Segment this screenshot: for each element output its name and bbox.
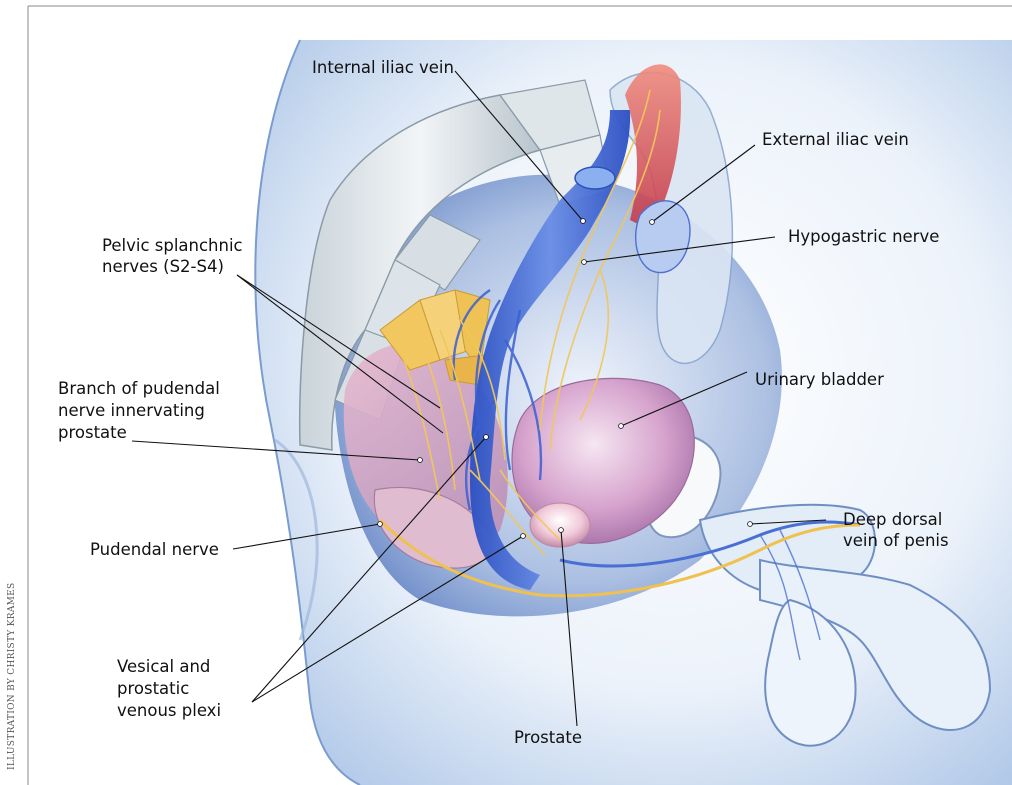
label-branch-pudendal-line1: Branch of pudendal <box>58 379 220 398</box>
prostate <box>530 503 590 547</box>
label-internal-iliac-vein: Internal iliac vein <box>312 58 454 77</box>
label-external-iliac-vein: External iliac vein <box>762 130 909 149</box>
label-hypogastric-nerve: Hypogastric nerve <box>788 227 939 246</box>
internal-iliac-vein-cut <box>575 167 615 189</box>
label-deep-dorsal-line2: vein of penis <box>843 531 949 550</box>
label-deep-dorsal-line1: Deep dorsal <box>843 510 942 529</box>
label-urinary-bladder: Urinary bladder <box>755 370 884 389</box>
label-pelvic-splanchnic-line1: Pelvic splanchnic <box>102 236 243 255</box>
label-pudendal-nerve: Pudendal nerve <box>90 540 219 559</box>
label-vesical-line1: Vesical and <box>117 657 210 676</box>
label-vesical-line3: venous plexi <box>117 701 221 720</box>
label-pelvic-splanchnic-line2: nerves (S2-S4) <box>102 257 224 276</box>
label-branch-pudendal-line2: nerve innervating <box>58 401 205 420</box>
label-branch-pudendal-line3: prostate <box>58 423 127 442</box>
label-vesical-line2: prostatic <box>117 679 189 698</box>
label-prostate: Prostate <box>514 728 582 747</box>
illustration-credit: ILLUSTRATION BY CHRISTY KRAMES <box>7 583 17 770</box>
